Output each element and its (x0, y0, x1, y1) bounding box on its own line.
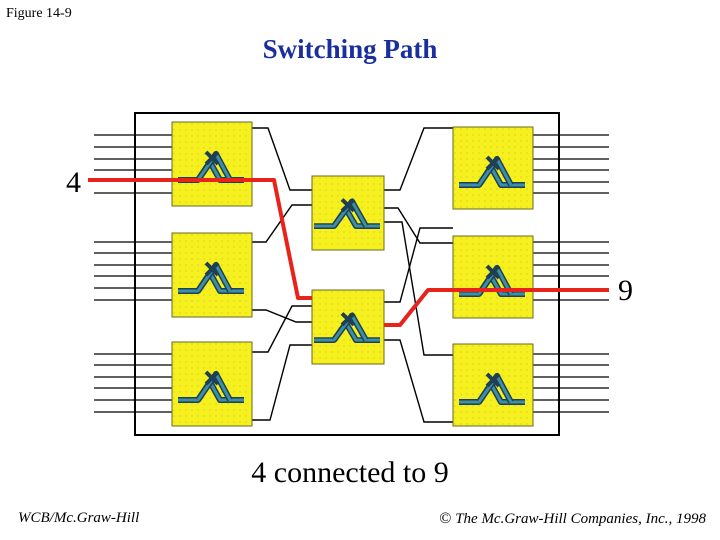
switch-stage3-top (452, 126, 534, 210)
switch-stage3-bottom (452, 343, 534, 427)
switch-stage1-bottom (171, 341, 253, 427)
interstage-links (252, 127, 453, 423)
copyright-symbol: © (439, 510, 452, 527)
output-label: 9 (618, 274, 633, 307)
switch-stage2-bottom (312, 289, 385, 365)
switch-stage1-top (171, 121, 253, 207)
diagram-title: Switching Path (262, 34, 438, 64)
input-lines (94, 134, 172, 413)
network-frame (134, 112, 560, 436)
input-label: 4 (66, 166, 81, 199)
switch-stage3-middle (452, 235, 534, 319)
figure-label: Figure 14-9 (6, 6, 72, 21)
copyright-text: The Mc.Graw-Hill Companies, Inc., 1998 (455, 511, 706, 527)
diagram-caption: 4 connected to 9 (251, 456, 449, 489)
output-lines (533, 134, 609, 413)
switch-stage1-middle (171, 232, 253, 318)
copyright-notice: © The Mc.Graw-Hill Companies, Inc., 1998 (439, 510, 706, 528)
switch-stage2-top (312, 175, 385, 251)
publisher-credit: WCB/Mc.Graw-Hill (18, 510, 140, 526)
